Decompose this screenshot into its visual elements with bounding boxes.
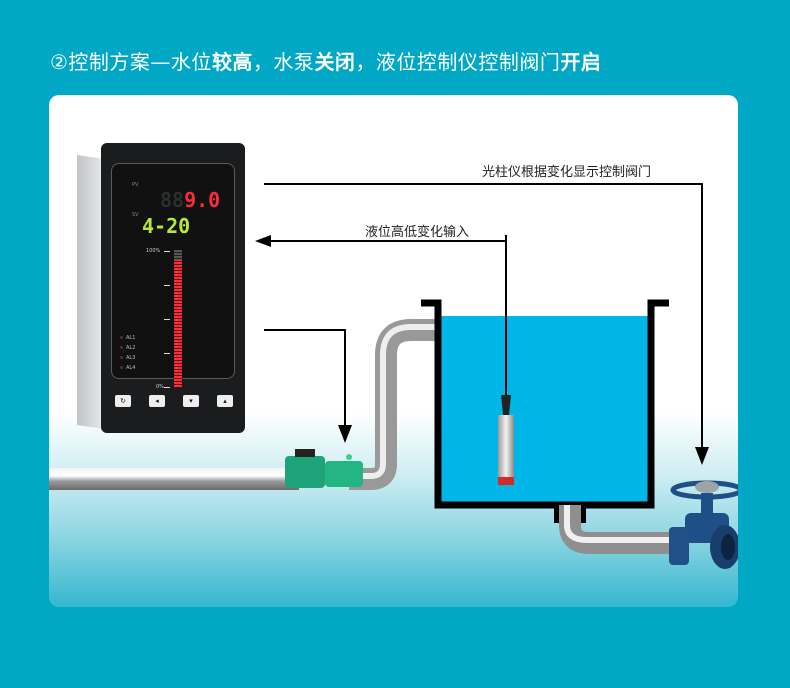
alarm-indicator: AL4 (120, 365, 135, 371)
outlet-pipe (559, 505, 679, 554)
title-part: ，液位控制仪控制阀门 (355, 50, 561, 74)
bargraph-to-valve-label: 光柱仪根据变化显示控制阀门 (482, 165, 652, 180)
gate-valve (669, 480, 738, 569)
page-title: ②控制方案—水位较高，水泵关闭，液位控制仪控制阀门开启 (50, 46, 601, 75)
level-probe (498, 235, 514, 485)
meter-buttons: ↻ ◂ ▾ ▴ (115, 395, 233, 407)
pv-label: PV (132, 182, 139, 188)
bar-top-label: 100% (146, 248, 161, 254)
arrow-left-icon (255, 235, 271, 247)
alarm-indicator: AL3 (120, 355, 135, 361)
left-button[interactable]: ◂ (149, 395, 165, 407)
diagram-card: 光柱仪根据变化显示控制阀门 液位高低变化输入 PV 889.0 SV 4-20 … (49, 95, 738, 607)
water-pump (285, 449, 363, 488)
up-button[interactable]: ▴ (217, 395, 233, 407)
title-part-bold: 开启 (560, 50, 602, 74)
alarm-indicator: AL2 (120, 345, 135, 351)
water (438, 316, 651, 504)
signal-lines (255, 183, 709, 465)
arrow-down-icon (695, 447, 709, 465)
pv-display: 889.0 (160, 188, 221, 212)
bargraph-level-controller: PV 889.0 SV 4-20 100% 0% AL1 AL2 AL3 AL4… (77, 143, 247, 435)
alarm-indicator: AL1 (120, 335, 135, 341)
title-part: ，水泵 (252, 50, 315, 74)
down-button[interactable]: ▾ (183, 395, 199, 407)
level-input-label: 液位高低变化输入 (365, 225, 470, 240)
inlet-pipe (49, 319, 439, 490)
arrow-down-icon (338, 425, 352, 443)
level-bargraph (174, 250, 182, 388)
title-part-bold: 关闭 (314, 50, 356, 74)
title-part: ②控制方案—水位 (50, 50, 212, 74)
set-button[interactable]: ↻ (115, 395, 131, 407)
process-diagram (49, 183, 738, 569)
sv-display: 4-20 (142, 214, 191, 238)
sv-label: SV (132, 212, 139, 218)
water-tank (421, 299, 669, 523)
title-part-bold: 较高 (211, 50, 253, 74)
bar-bottom-label: 0% (156, 384, 164, 390)
